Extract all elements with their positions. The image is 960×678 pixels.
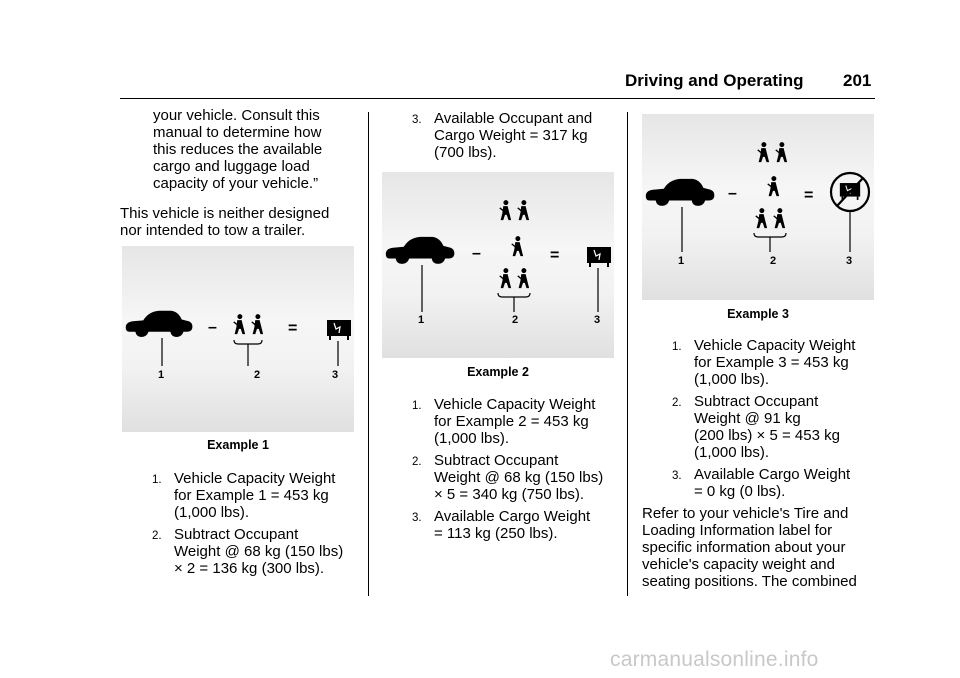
list-item-number: 3. — [672, 470, 682, 482]
callout-1: 1 — [418, 314, 424, 326]
cargo-icon — [326, 319, 352, 341]
column-divider-2 — [627, 112, 628, 596]
occupant-icon — [755, 208, 768, 229]
callout-2: 2 — [254, 369, 260, 381]
example-3-list: 1. Vehicle Capacity Weight for Example 3… — [672, 337, 887, 500]
figure-example-1: – = 1 2 3 — [122, 246, 354, 432]
page-header-title: Driving and Operating — [625, 71, 804, 90]
list-item: 3. Available Cargo Weight = 113 kg (250 … — [412, 508, 627, 542]
occupant-icon — [511, 236, 524, 257]
header-rule — [120, 98, 875, 99]
callout-3: 3 — [332, 369, 338, 381]
occupant-icon — [499, 200, 512, 221]
figure-example-3: – = 1 2 3 — [642, 114, 874, 300]
list-item: 2. Subtract Occupant Weight @ 68 kg (150… — [152, 526, 367, 577]
list-item-number: 3. — [412, 114, 422, 126]
list-item-number: 1. — [672, 341, 682, 353]
list-item-text: Subtract Occupant Weight @ 68 kg (150 lb… — [174, 526, 344, 577]
list-item-number: 1. — [152, 474, 162, 486]
example-3-diagram: – = 1 2 3 — [645, 142, 871, 267]
occupant-icon — [775, 142, 788, 163]
tow-trailer-note: This vehicle is neither designed nor int… — [120, 205, 330, 239]
col2-top-list: 3. Available Occupant and Cargo Weight =… — [412, 110, 622, 161]
occupant-icon — [773, 208, 786, 229]
vehicle-icon — [645, 178, 715, 206]
occupant-icon — [251, 314, 264, 335]
list-item: 2. Subtract Occupant Weight @ 68 kg (150… — [412, 452, 627, 503]
list-item: 1. Vehicle Capacity Weight for Example 3… — [672, 337, 887, 388]
list-item-text: Vehicle Capacity Weight for Example 3 = … — [694, 337, 856, 388]
tire-loading-note: Refer to your vehicle's Tire and Loading… — [642, 505, 857, 590]
caption-example-2: Example 2 — [467, 365, 529, 379]
minus-sign: – — [472, 245, 481, 262]
list-item-text: Vehicle Capacity Weight for Example 2 = … — [434, 396, 596, 447]
example-1-list: 1. Vehicle Capacity Weight for Example 1… — [152, 470, 367, 577]
list-item-text: Available Cargo Weight = 113 kg (250 lbs… — [434, 508, 591, 542]
list-item: 2. Subtract Occupant Weight @ 91 kg (200… — [672, 393, 887, 461]
vehicle-icon — [125, 310, 193, 337]
equals-sign: = — [288, 320, 297, 337]
equals-sign: = — [550, 247, 559, 264]
callout-2: 2 — [512, 314, 518, 326]
column-divider-1 — [368, 112, 369, 596]
minus-sign: – — [728, 185, 737, 202]
list-item-number: 2. — [152, 530, 162, 542]
equals-sign: = — [804, 187, 813, 204]
vehicle-icon — [385, 236, 455, 264]
cargo-icon — [586, 246, 612, 268]
callout-3: 3 — [594, 314, 600, 326]
caption-example-3: Example 3 — [727, 307, 789, 321]
list-item-text: Available Occupant and Cargo Weight = 31… — [434, 110, 593, 161]
list-item: 1. Vehicle Capacity Weight for Example 1… — [152, 470, 367, 521]
list-item-number: 1. — [412, 400, 422, 412]
occupant-icon — [499, 268, 512, 289]
list-item-text: Available Cargo Weight = 0 kg (0 lbs). — [694, 466, 851, 500]
list-item: 3. Available Cargo Weight = 0 kg (0 lbs)… — [672, 466, 887, 500]
list-item-number: 2. — [412, 456, 422, 468]
occupant-icon — [757, 142, 770, 163]
list-item: 3. Available Occupant and Cargo Weight =… — [412, 110, 622, 161]
occupant-icon — [517, 200, 530, 221]
list-item-text: Subtract Occupant Weight @ 91 kg (200 lb… — [694, 393, 840, 461]
continued-quote: your vehicle. Consult this manual to det… — [153, 107, 323, 192]
callout-1: 1 — [158, 369, 164, 381]
no-cargo-icon — [829, 171, 871, 213]
callout-3: 3 — [846, 255, 852, 267]
list-item: 1. Vehicle Capacity Weight for Example 2… — [412, 396, 627, 447]
list-item-number: 3. — [412, 512, 422, 524]
watermark: carmanualsonline.info — [610, 648, 819, 671]
list-item-number: 2. — [672, 397, 682, 409]
page-number: 201 — [843, 71, 872, 90]
example-2-list: 1. Vehicle Capacity Weight for Example 2… — [412, 396, 627, 542]
caption-example-1: Example 1 — [207, 438, 269, 452]
figure-example-2: – = 1 2 3 — [382, 172, 614, 358]
occupant-icon — [517, 268, 530, 289]
occupant-icon — [233, 314, 246, 335]
list-item-text: Vehicle Capacity Weight for Example 1 = … — [174, 470, 336, 521]
minus-sign: – — [208, 319, 217, 336]
list-item-text: Subtract Occupant Weight @ 68 kg (150 lb… — [434, 452, 604, 503]
example-2-diagram: – = 1 2 3 — [385, 200, 612, 326]
callout-1: 1 — [678, 255, 684, 267]
occupant-icon — [767, 176, 780, 197]
callout-2: 2 — [770, 255, 776, 267]
example-1-diagram: – = 1 2 3 — [125, 310, 352, 381]
